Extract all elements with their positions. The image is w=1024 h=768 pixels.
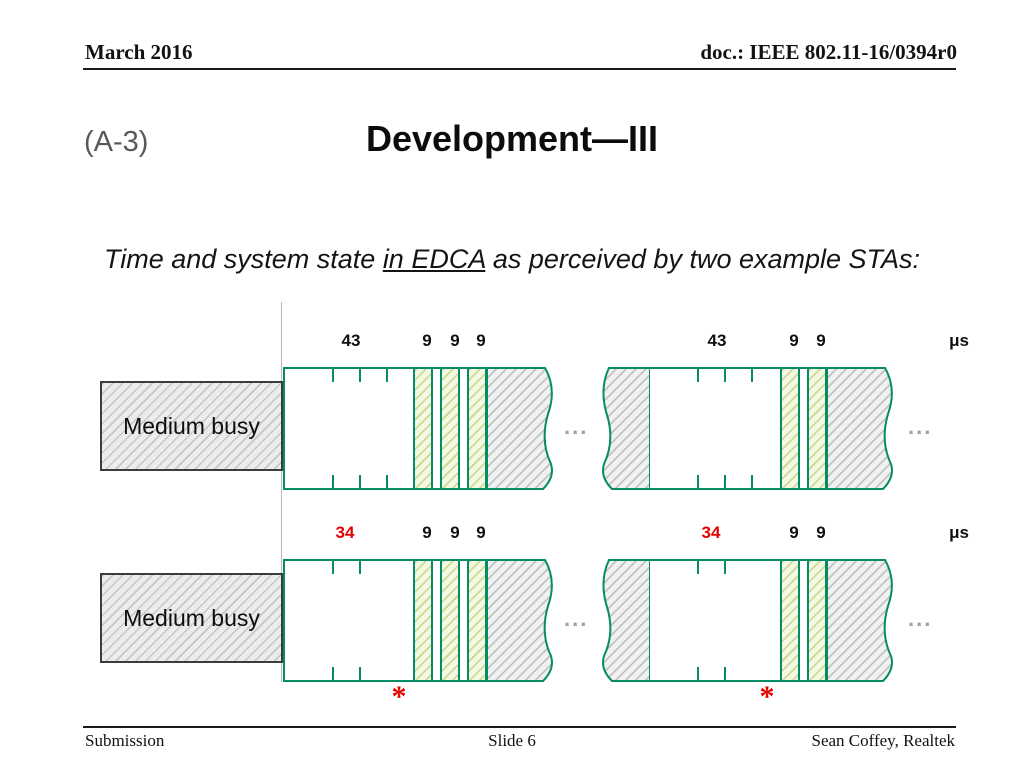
footer-slide-number: Slide 6: [488, 731, 536, 750]
tick-mark: [386, 369, 388, 382]
star-marker: *: [391, 680, 407, 713]
duration-label-highlight: 34: [335, 523, 355, 542]
tick-mark: [359, 475, 361, 488]
page-title: Development—III: [365, 118, 659, 159]
tick-mark: [359, 667, 361, 680]
slot-column: [440, 367, 460, 490]
continuation-tear-right: [827, 367, 893, 490]
ellipsis: ...: [908, 414, 933, 439]
slot-column: [413, 559, 433, 682]
slot-gap: [800, 559, 807, 682]
timeline-segment: [597, 367, 900, 490]
header-date: March 2016: [85, 40, 193, 64]
subtitle: Time and system state in EDCA as perceiv…: [0, 244, 1024, 275]
medium-busy-label: Medium busy: [123, 412, 260, 439]
footer-submission: Submission: [85, 731, 165, 750]
continuation-tear-left: [602, 367, 650, 490]
wait-region: [650, 559, 780, 682]
ellipsis: ...: [908, 606, 933, 631]
slot-column: [780, 367, 800, 490]
subtitle-part2: as perceived by two example STAs:: [485, 244, 921, 274]
unit-label: μs: [949, 331, 969, 350]
tick-mark: [332, 561, 334, 574]
slide-side-label: (A-3): [84, 126, 149, 158]
unit-label: μs: [949, 523, 969, 542]
slot-column: [467, 559, 487, 682]
header-doc-number: doc.: IEEE 802.11-16/0394r0: [700, 40, 957, 64]
continuation-tear-right: [487, 367, 553, 490]
tick-mark: [751, 369, 753, 382]
slot-duration-label: 9: [816, 523, 826, 542]
continuation-tear-left: [602, 559, 650, 682]
tick-mark: [751, 475, 753, 488]
slot-gap: [433, 559, 440, 682]
slot-column: [807, 367, 827, 490]
slot-column: [413, 367, 433, 490]
slot-duration-label: 9: [816, 331, 826, 350]
slot-gap: [460, 559, 467, 682]
slot-column: [440, 559, 460, 682]
slot-duration-label: 9: [450, 523, 460, 542]
tick-mark: [697, 561, 699, 574]
footer-rule: [83, 726, 956, 728]
slot-duration-label: 9: [422, 523, 432, 542]
slot-duration-label: 9: [476, 523, 486, 542]
timeline-segment: [597, 559, 900, 682]
timeline-segment: [283, 559, 560, 682]
continuation-tear-right: [487, 559, 553, 682]
tick-mark: [332, 369, 334, 382]
wait-region: [650, 367, 780, 490]
subtitle-part1: Time and system state: [103, 244, 383, 274]
tick-mark: [386, 475, 388, 488]
medium-busy-label: Medium busy: [123, 604, 260, 631]
slot-duration-label: 9: [476, 331, 486, 350]
duration-label-highlight: 34: [701, 523, 721, 542]
ellipsis: ...: [564, 414, 589, 439]
slot-column: [807, 559, 827, 682]
subtitle-emphasis: in EDCA: [382, 244, 486, 274]
tick-mark: [724, 369, 726, 382]
slot-duration-label: 9: [422, 331, 432, 350]
ellipsis: ...: [564, 606, 589, 631]
slot-duration-label: 9: [450, 331, 460, 350]
medium-busy-box: Medium busy: [100, 381, 283, 471]
slot-gap: [460, 367, 467, 490]
star-marker: *: [759, 680, 775, 713]
header-rule: [83, 68, 956, 70]
medium-busy-box: Medium busy: [100, 573, 283, 663]
tick-mark: [724, 475, 726, 488]
tick-mark: [697, 369, 699, 382]
timeline-axis: [281, 302, 282, 682]
slot-duration-label: 9: [789, 331, 799, 350]
slot-column: [467, 367, 487, 490]
wait-region: [283, 559, 413, 682]
footer-author: Sean Coffey, Realtek: [811, 731, 955, 750]
tick-mark: [359, 369, 361, 382]
tick-mark: [332, 667, 334, 680]
slot-gap: [433, 367, 440, 490]
tick-mark: [724, 561, 726, 574]
tick-mark: [332, 475, 334, 488]
tick-mark: [724, 667, 726, 680]
wait-region: [283, 367, 413, 490]
slot-gap: [800, 367, 807, 490]
timeline-segment: [283, 367, 560, 490]
tick-mark: [697, 475, 699, 488]
duration-label: 43: [707, 331, 727, 350]
slot-column: [780, 559, 800, 682]
continuation-tear-right: [827, 559, 893, 682]
tick-mark: [697, 667, 699, 680]
slot-duration-label: 9: [789, 523, 799, 542]
tick-mark: [359, 561, 361, 574]
duration-label: 43: [341, 331, 361, 350]
